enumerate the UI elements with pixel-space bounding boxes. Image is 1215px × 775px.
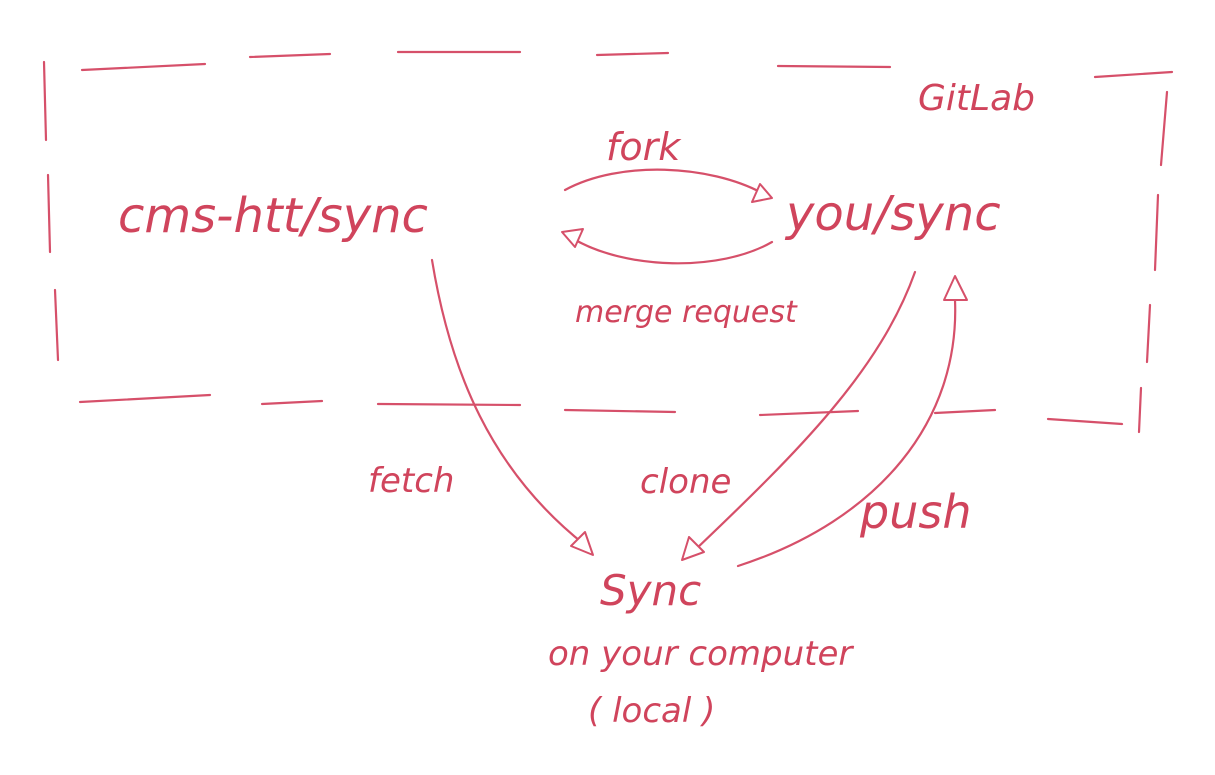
fetch-arrowhead: [570, 531, 594, 556]
merge-request-arrow: [561, 228, 774, 265]
fork-arrowhead: [751, 183, 773, 203]
gitlab-boundary: [42, 50, 1174, 434]
merge-request-edge-label: merge request: [575, 295, 798, 330]
fetch-edge-label: fetch: [368, 461, 454, 501]
fork-arrow: [563, 168, 773, 203]
push-edge-label: push: [859, 485, 971, 539]
local-repo-note: ( local ): [588, 691, 715, 731]
clone-edge-label: clone: [640, 462, 731, 502]
push-arrow: [736, 275, 968, 568]
fetch-arrow: [430, 258, 594, 556]
local-repo-label: Sync: [600, 566, 701, 615]
gitlab-label: GitLab: [918, 78, 1035, 119]
fork-repo-label: you/sync: [784, 186, 1001, 242]
merge-request-arrowhead: [561, 228, 584, 248]
fork-edge-label: fork: [606, 125, 682, 169]
clone-arrow: [681, 270, 917, 561]
push-arrowhead: [943, 275, 968, 301]
clone-arrowhead: [681, 536, 705, 561]
local-repo-location: on your computer: [548, 634, 854, 674]
upstream-repo-label: cms-htt/sync: [118, 188, 428, 244]
